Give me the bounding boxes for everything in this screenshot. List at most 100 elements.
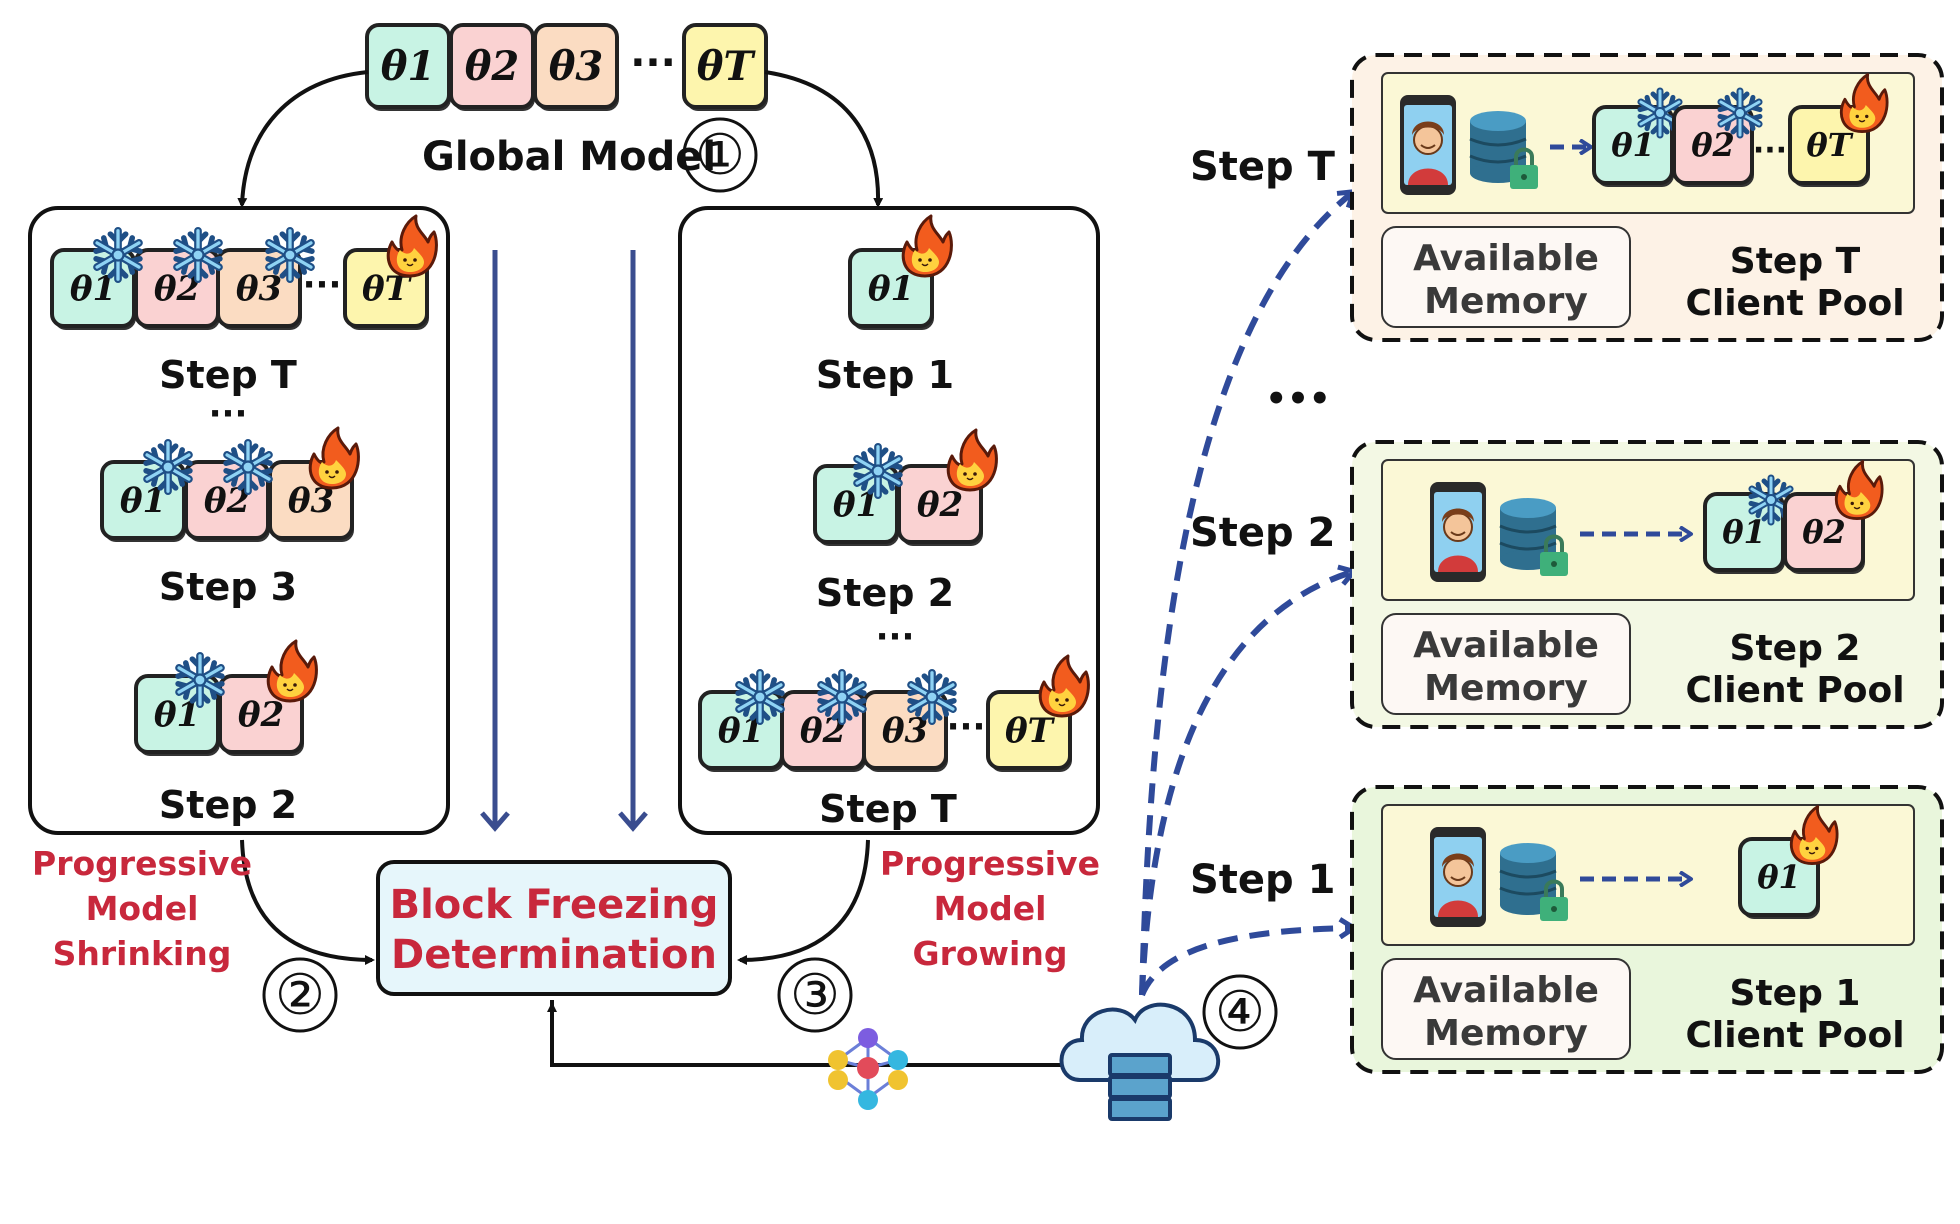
- memory-line-1: Available: [1413, 970, 1599, 1011]
- snowflake-icon: [143, 438, 193, 496]
- block-freezing-box: [376, 860, 732, 996]
- block-label: θT: [697, 43, 757, 90]
- svg-text:Growing: Growing: [913, 934, 1068, 973]
- pool-line-1: Step T: [1730, 241, 1861, 282]
- grow-step-1-label: Step 1: [816, 353, 954, 397]
- block-label: θ2: [1802, 513, 1846, 551]
- svg-text:Model: Model: [934, 889, 1047, 928]
- model-block-theta3: θ3: [533, 23, 619, 111]
- pool-line-1: Step 1: [1730, 973, 1861, 1014]
- grow-dots: ···: [876, 617, 915, 657]
- svg-text:Model: Model: [86, 889, 199, 928]
- block-label: θ2: [917, 485, 963, 525]
- lock-icon: [1510, 147, 1538, 189]
- arrow-to-shrink: [237, 70, 369, 208]
- block-label: θ2: [238, 695, 284, 735]
- fire-icon: [386, 214, 438, 278]
- fire-icon: [901, 214, 953, 278]
- block-label: θ3: [549, 43, 604, 90]
- global-model-blocks: θ1 θ2 θ3 ··· θT: [365, 23, 768, 111]
- database-icon: [1499, 843, 1568, 921]
- step-number-2: [262, 957, 338, 1033]
- block-ellipsis: ···: [630, 40, 676, 86]
- snowflake-icon: [853, 442, 903, 500]
- fire-icon: [266, 639, 318, 703]
- snowflake-icon: [223, 438, 273, 496]
- model-block-thetaT: θT: [1788, 105, 1870, 187]
- memory-line-2: Memory: [1424, 668, 1588, 709]
- dashed-arrow-step-T: [1139, 193, 1352, 996]
- block-label: θ2: [465, 43, 520, 90]
- snowflake-icon: [735, 668, 785, 726]
- arrow-shrink-to-freeze: [240, 839, 375, 965]
- block-label: θ3: [882, 711, 928, 751]
- block-label: θ1: [868, 269, 914, 309]
- available-memory-box: [1381, 226, 1631, 328]
- pool-line-2: Client Pool: [1685, 1015, 1904, 1056]
- block-label: θ1: [1757, 858, 1801, 896]
- snowflake-icon: [93, 226, 143, 284]
- model-block-theta1: θ1: [50, 248, 136, 330]
- block-label: θ1: [1722, 513, 1766, 551]
- memory-line-1: Available: [1413, 625, 1599, 666]
- fire-icon: [1840, 73, 1889, 134]
- memory-line-1: Available: [1413, 238, 1599, 279]
- right-step-label-2: Step 2: [1190, 510, 1335, 556]
- block-label: θ1: [1611, 126, 1655, 164]
- lock-icon: [1540, 879, 1568, 921]
- grow-step-T-label: Step T: [819, 787, 957, 831]
- pool-line-2: Client Pool: [1685, 670, 1904, 711]
- block-ellipsis: ···: [303, 265, 342, 305]
- snowflake-icon: [1637, 87, 1683, 139]
- grow-label: Progressive Model Growing: [880, 844, 1100, 973]
- fire-icon: [1038, 654, 1090, 718]
- snowflake-icon: [817, 668, 867, 726]
- freeze-line-2: Determination: [391, 932, 717, 978]
- model-block-theta1: θ1: [365, 23, 451, 111]
- block-label: θT: [1005, 711, 1056, 751]
- block-label: θ1: [381, 43, 436, 90]
- memory-line-2: Memory: [1424, 281, 1588, 322]
- model-block-thetaT: θT: [682, 23, 768, 111]
- step-number-4: [1202, 974, 1278, 1050]
- block-ellipsis: ···: [1753, 133, 1787, 168]
- arrow-to-grow: [764, 70, 884, 208]
- shrink-label: Progressive Model Shrinking: [32, 844, 252, 973]
- database-icon: [1499, 498, 1568, 576]
- available-memory-box: [1381, 958, 1631, 1060]
- block-label: θT: [1806, 126, 1853, 164]
- num-4: ④: [1215, 980, 1265, 1045]
- freeze-line-1: Block Freezing: [390, 882, 719, 928]
- fire-icon: [1835, 460, 1884, 521]
- pool-line-2: Client Pool: [1685, 283, 1904, 324]
- available-memory-box: [1381, 613, 1631, 715]
- shrink-step-3-label: Step 3: [159, 565, 297, 609]
- phone-user-icon: [1400, 95, 1456, 195]
- fire-icon: [308, 426, 360, 490]
- dashed-arrow-step-1: [1139, 928, 1352, 997]
- database-icon: [1469, 111, 1538, 189]
- dashed-arrow-step-2: [1139, 572, 1352, 996]
- snowflake-icon: [175, 651, 225, 709]
- num-1: ①: [695, 123, 745, 188]
- pool-line-1: Step 2: [1730, 628, 1861, 669]
- block-label: θ3: [236, 269, 282, 309]
- snowflake-icon: [1717, 87, 1763, 139]
- svg-text:Shrinking: Shrinking: [53, 934, 232, 973]
- grow-step-2-label: Step 2: [816, 571, 954, 615]
- fire-icon: [1790, 805, 1839, 866]
- cloud-server-icon: [1059, 1002, 1221, 1121]
- global-model-label: Global Model: [422, 134, 716, 180]
- phone-user-icon: [1430, 827, 1486, 927]
- step-number-1: [682, 117, 758, 193]
- snowflake-icon: [173, 226, 223, 284]
- step-number-3: [777, 957, 853, 1033]
- model-block-theta2: θ2: [449, 23, 535, 111]
- shrink-step-2-label: Step 2: [159, 783, 297, 827]
